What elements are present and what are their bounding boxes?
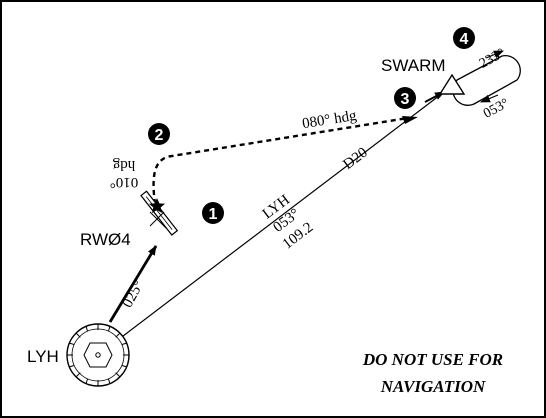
departure-star-icon — [149, 198, 165, 213]
hold-outbound-arrow — [485, 50, 504, 59]
warning-line-2: NAVIGATION — [380, 377, 486, 396]
step-4-marker — [453, 27, 475, 49]
airport-cross-icon — [149, 211, 167, 229]
vortac-compass-icon — [66, 323, 130, 387]
step-1-number: 1 — [209, 206, 218, 223]
heading-010-label-group: 010° hdg — [110, 157, 139, 190]
heading-010-value: 010° — [110, 174, 139, 190]
hold-inbound-arrow — [480, 94, 499, 103]
lyh-053-radial-line — [97, 85, 453, 356]
step-3-number: 3 — [401, 91, 410, 108]
step-4-number: 4 — [460, 31, 469, 48]
step-2-number: 2 — [155, 127, 164, 144]
course-025-track — [108, 245, 158, 323]
swarm-waypoint-icon — [438, 73, 466, 95]
warning-line-1: DO NOT USE FOR — [362, 350, 503, 369]
heading-080-arrowhead — [402, 116, 418, 124]
step-1-marker — [202, 202, 224, 224]
dashed-heading-path — [152, 116, 409, 205]
airport-runway-icon — [140, 190, 179, 236]
swarm-waypoint-label: SWARM — [381, 56, 446, 75]
runway-label: RWØ4 — [80, 230, 131, 249]
step-3-marker — [394, 87, 416, 109]
vortac-label: LYH — [27, 347, 59, 366]
heading-010-unit: hdg — [112, 157, 135, 173]
step-2-marker — [148, 123, 170, 145]
